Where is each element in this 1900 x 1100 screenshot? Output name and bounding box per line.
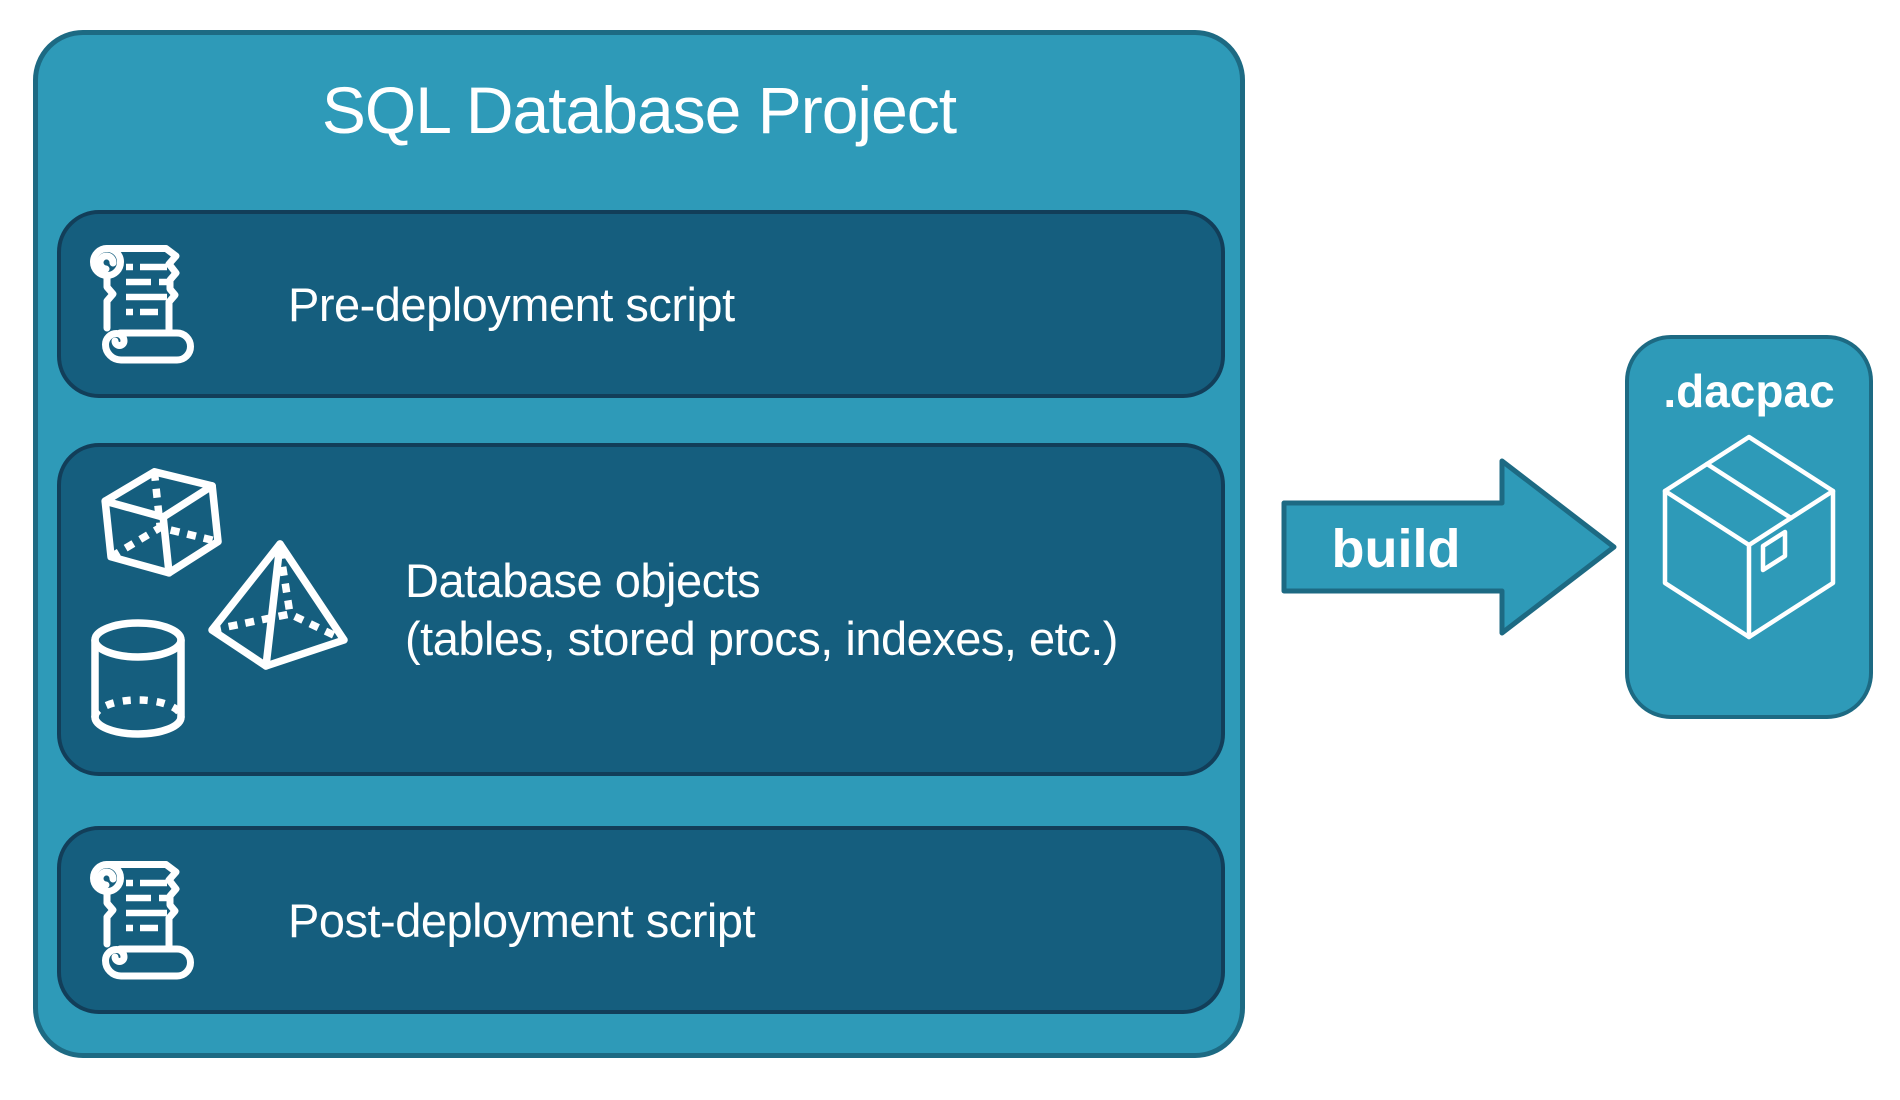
pre-deployment-label: Pre-deployment script (288, 277, 735, 331)
package-icon (1662, 434, 1836, 640)
database-objects-label: Database objects (tables, stored procs, … (405, 552, 1118, 668)
cube-icon (101, 468, 222, 577)
pre-deployment-box: Pre-deployment script (57, 210, 1225, 398)
project-title: SQL Database Project (321, 73, 957, 147)
build-arrow-label: build (1331, 519, 1461, 579)
cylinder-icon (91, 619, 185, 738)
build-arrow (1281, 458, 1617, 636)
sql-database-project-container: SQL Database Project Pre-deployment scri… (33, 30, 1245, 1058)
database-objects-line2: (tables, stored procs, indexes, etc.) (405, 611, 1118, 665)
database-objects-box: Database objects (tables, stored procs, … (57, 443, 1225, 776)
scroll-icon (90, 861, 194, 980)
pyramid-icon (208, 540, 348, 670)
post-deployment-box: Post-deployment script (57, 826, 1225, 1014)
dacpac-box: .dacpac (1625, 335, 1873, 719)
post-deployment-label: Post-deployment script (288, 893, 756, 947)
scroll-icon (90, 245, 194, 364)
dacpac-label: .dacpac (1663, 365, 1835, 417)
database-objects-line1: Database objects (405, 553, 761, 607)
